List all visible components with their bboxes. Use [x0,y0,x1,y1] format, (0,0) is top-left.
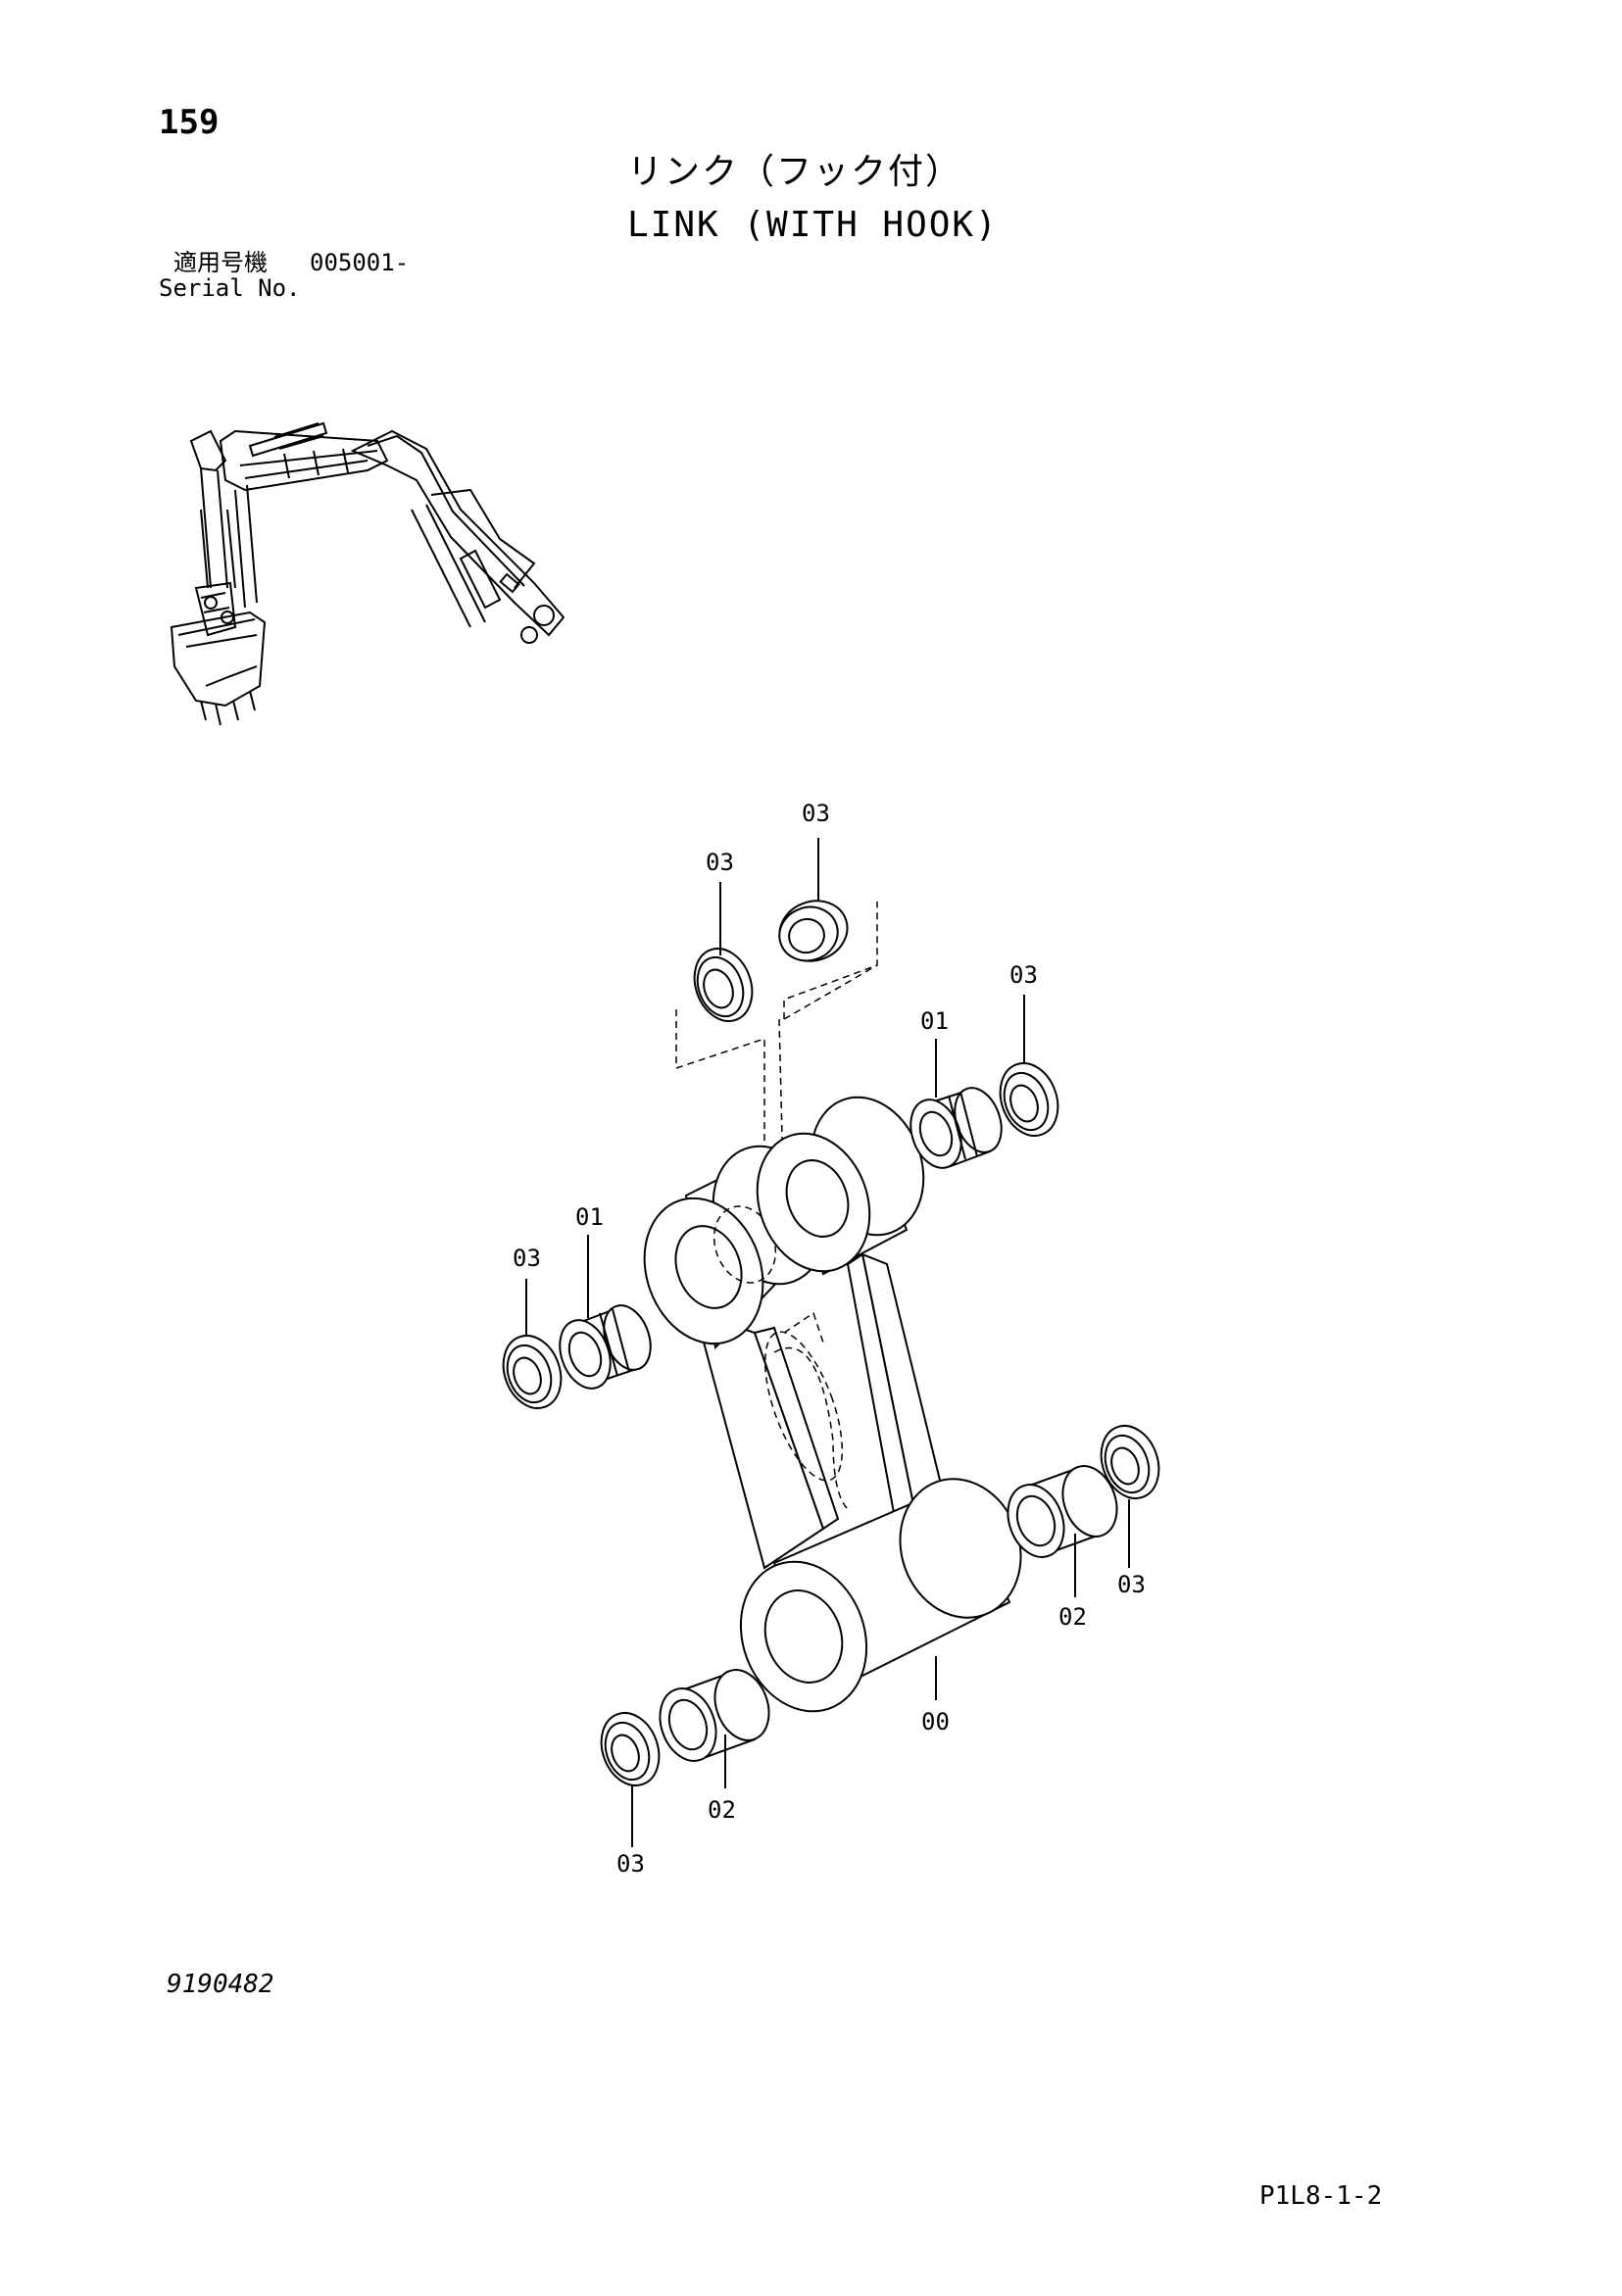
page-title-japanese: リンク（フック付） [627,152,963,192]
page-code: P1L8-1-2 [1259,2181,1383,2211]
callout-bushing-upper-right: 01 [920,1007,949,1035]
callout-bushing-lower-right: 02 [1058,1603,1087,1631]
callout-shim-top-left: 03 [706,849,734,876]
page-number: 159 [159,103,220,142]
callout-shim-right-lower: 03 [1117,1571,1146,1598]
callout-link-body: 00 [921,1708,950,1735]
excavator-attachment-key-drawing [170,421,565,726]
callout-shim-left-lower: 03 [616,1850,645,1878]
callout-shim-top-right: 03 [802,800,830,827]
link-exploded-view: 03 03 03 01 01 03 03 02 00 02 03 [502,800,1160,1878]
callout-shim-left-upper: 03 [513,1245,541,1272]
callout-bushing-upper-left: 01 [575,1203,604,1231]
drawing-number: 9190482 [167,1970,274,1999]
serial-label-english: Serial No. [159,274,301,302]
serial-label-japanese: 適用号機 [173,249,268,276]
callout-bushing-lower-left: 02 [708,1796,736,1824]
serial-number-value: 005001- [310,249,410,276]
page-title-english: LINK (WITH HOOK) [627,205,999,245]
callout-shim-right-upper: 03 [1009,961,1038,989]
